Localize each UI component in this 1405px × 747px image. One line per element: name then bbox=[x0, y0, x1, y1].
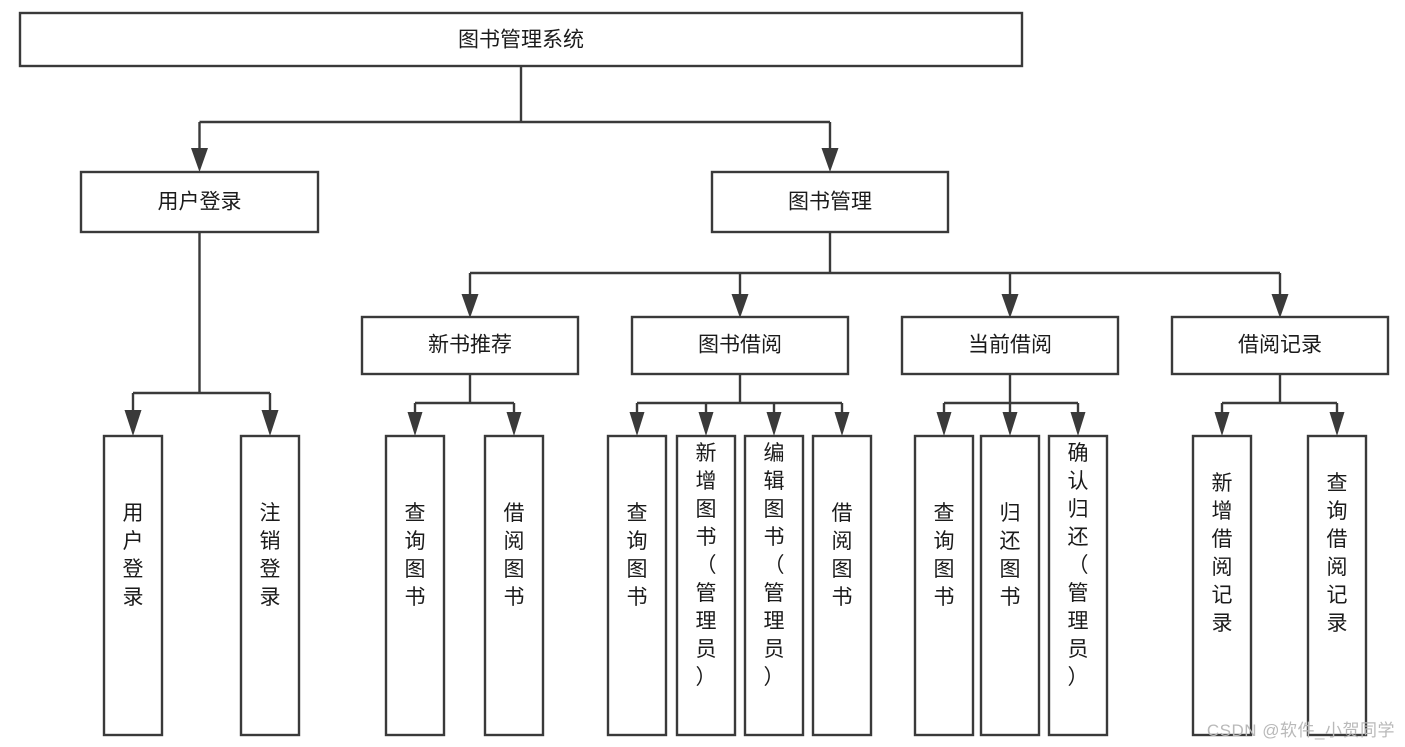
leaf-query-book-2-box[interactable] bbox=[606, 434, 668, 737]
new-book-recommend-box[interactable] bbox=[360, 315, 580, 376]
leaf-borrow-book-2[interactable]: 借阅图书 bbox=[811, 434, 873, 737]
leaf-query-record-box[interactable] bbox=[1306, 434, 1368, 737]
user-login-label: 用户登录 bbox=[158, 191, 242, 214]
arrow-to-leaf-logout-login bbox=[261, 410, 279, 436]
new-book-recommend-label: 新书推荐 bbox=[428, 334, 512, 357]
leaf-query-book-3[interactable]: 查询图书 bbox=[913, 434, 975, 737]
arrow-to-leaf-borrow-book-1 bbox=[506, 412, 522, 436]
node-current-borrow[interactable]: 当前借阅 bbox=[900, 315, 1120, 376]
leaf-add-book-box[interactable] bbox=[675, 434, 737, 737]
node-book-manage[interactable]: 图书管理 bbox=[710, 170, 950, 234]
node-new-book-recommend[interactable]: 新书推荐 bbox=[360, 315, 580, 376]
leaf-query-book-2[interactable]: 查询图书 bbox=[606, 434, 668, 737]
arrow-to-leaf-add-book bbox=[698, 412, 714, 436]
leaf-borrow-book-2-label: 借阅图书 bbox=[832, 502, 853, 609]
leaf-return-book-box[interactable] bbox=[979, 434, 1041, 737]
leaf-return-book[interactable]: 归还图书 bbox=[979, 434, 1041, 737]
arrow-to-new-book-recommend bbox=[461, 294, 479, 318]
leaf-query-book-3-box[interactable] bbox=[913, 434, 975, 737]
book-manage-label: 图书管理 bbox=[788, 191, 872, 214]
arrow-to-leaf-borrow-book-2 bbox=[834, 412, 850, 436]
leaf-borrow-book-1-box[interactable] bbox=[483, 434, 545, 737]
leaf-borrow-book-2-box[interactable] bbox=[811, 434, 873, 737]
current-borrow-label: 当前借阅 bbox=[968, 334, 1052, 357]
leaf-confirm-return-box[interactable] bbox=[1047, 434, 1109, 737]
leaf-query-book-1[interactable]: 查询图书 bbox=[384, 434, 446, 737]
leaf-query-record[interactable]: 查询借阅记录 bbox=[1306, 434, 1368, 737]
connector-layer bbox=[124, 66, 1345, 436]
arrow-to-leaf-add-record bbox=[1214, 412, 1230, 436]
leaf-return-book-label: 归还图书 bbox=[1000, 502, 1021, 609]
arrow-to-book-manage bbox=[821, 148, 839, 172]
arrow-to-leaf-edit-book bbox=[766, 412, 782, 436]
leaf-edit-book-label: 编辑图书（管理员） bbox=[764, 442, 785, 689]
user-login-box[interactable] bbox=[79, 170, 320, 234]
current-borrow-box[interactable] bbox=[900, 315, 1120, 376]
node-book-borrow[interactable]: 图书借阅 bbox=[630, 315, 850, 376]
node-user-login[interactable]: 用户登录 bbox=[79, 170, 320, 234]
book-borrow-label: 图书借阅 bbox=[698, 334, 782, 357]
leaf-query-book-3-label: 查询图书 bbox=[934, 502, 955, 609]
leaf-user-login[interactable]: 用户登录 bbox=[102, 434, 164, 737]
leaf-logout-login[interactable]: 注销登录 bbox=[239, 434, 301, 737]
arrow-to-leaf-return-book bbox=[1002, 412, 1018, 436]
arrow-to-leaf-confirm-return bbox=[1070, 412, 1086, 436]
arrow-to-current-borrow bbox=[1001, 294, 1019, 318]
borrow-record-label: 借阅记录 bbox=[1238, 334, 1322, 357]
leaf-confirm-return[interactable]: 确认归还（管理员） bbox=[1047, 434, 1109, 737]
watermark: CSDN @软件_小贺同学 bbox=[1206, 721, 1395, 740]
node-root[interactable]: 图书管理系统 bbox=[18, 11, 1024, 68]
arrow-to-borrow-record bbox=[1271, 294, 1289, 318]
leaf-edit-book-box[interactable] bbox=[743, 434, 805, 737]
arrow-to-leaf-user-login bbox=[124, 410, 142, 436]
root-label: 图书管理系统 bbox=[458, 29, 584, 52]
leaf-logout-login-box[interactable] bbox=[239, 434, 301, 737]
leaf-logout-login-label: 注销登录 bbox=[260, 502, 281, 609]
leaf-add-record-label: 新增借阅记录 bbox=[1212, 472, 1233, 635]
leaf-borrow-book-1[interactable]: 借阅图书 bbox=[483, 434, 545, 737]
book-borrow-box[interactable] bbox=[630, 315, 850, 376]
book-manage-box[interactable] bbox=[710, 170, 950, 234]
root-box[interactable] bbox=[18, 11, 1024, 68]
arrow-to-leaf-query-book-3 bbox=[936, 412, 952, 436]
leaf-add-record[interactable]: 新增借阅记录 bbox=[1191, 434, 1253, 737]
arrow-to-leaf-query-book-2 bbox=[629, 412, 645, 436]
leaf-query-book-2-label: 查询图书 bbox=[627, 502, 648, 609]
arrow-to-book-borrow bbox=[731, 294, 749, 318]
leaf-add-book-label: 新增图书（管理员） bbox=[696, 442, 717, 689]
leaf-confirm-return-label: 确认归还（管理员） bbox=[1068, 442, 1089, 689]
leaf-add-book[interactable]: 新增图书（管理员） bbox=[675, 434, 737, 737]
node-borrow-record[interactable]: 借阅记录 bbox=[1170, 315, 1390, 376]
borrow-record-box[interactable] bbox=[1170, 315, 1390, 376]
leaf-user-login-box[interactable] bbox=[102, 434, 164, 737]
leaf-borrow-book-1-label: 借阅图书 bbox=[504, 502, 525, 609]
leaf-query-book-1-label: 查询图书 bbox=[405, 502, 426, 609]
arrow-to-leaf-query-book-1 bbox=[407, 412, 423, 436]
leaf-edit-book[interactable]: 编辑图书（管理员） bbox=[743, 434, 805, 737]
leaf-user-login-label: 用户登录 bbox=[123, 502, 144, 609]
leaf-query-book-1-box[interactable] bbox=[384, 434, 446, 737]
arrow-to-leaf-query-record bbox=[1329, 412, 1345, 436]
arrow-to-user-login bbox=[191, 148, 208, 172]
leaf-query-record-label: 查询借阅记录 bbox=[1327, 472, 1348, 635]
leaf-add-record-box[interactable] bbox=[1191, 434, 1253, 737]
